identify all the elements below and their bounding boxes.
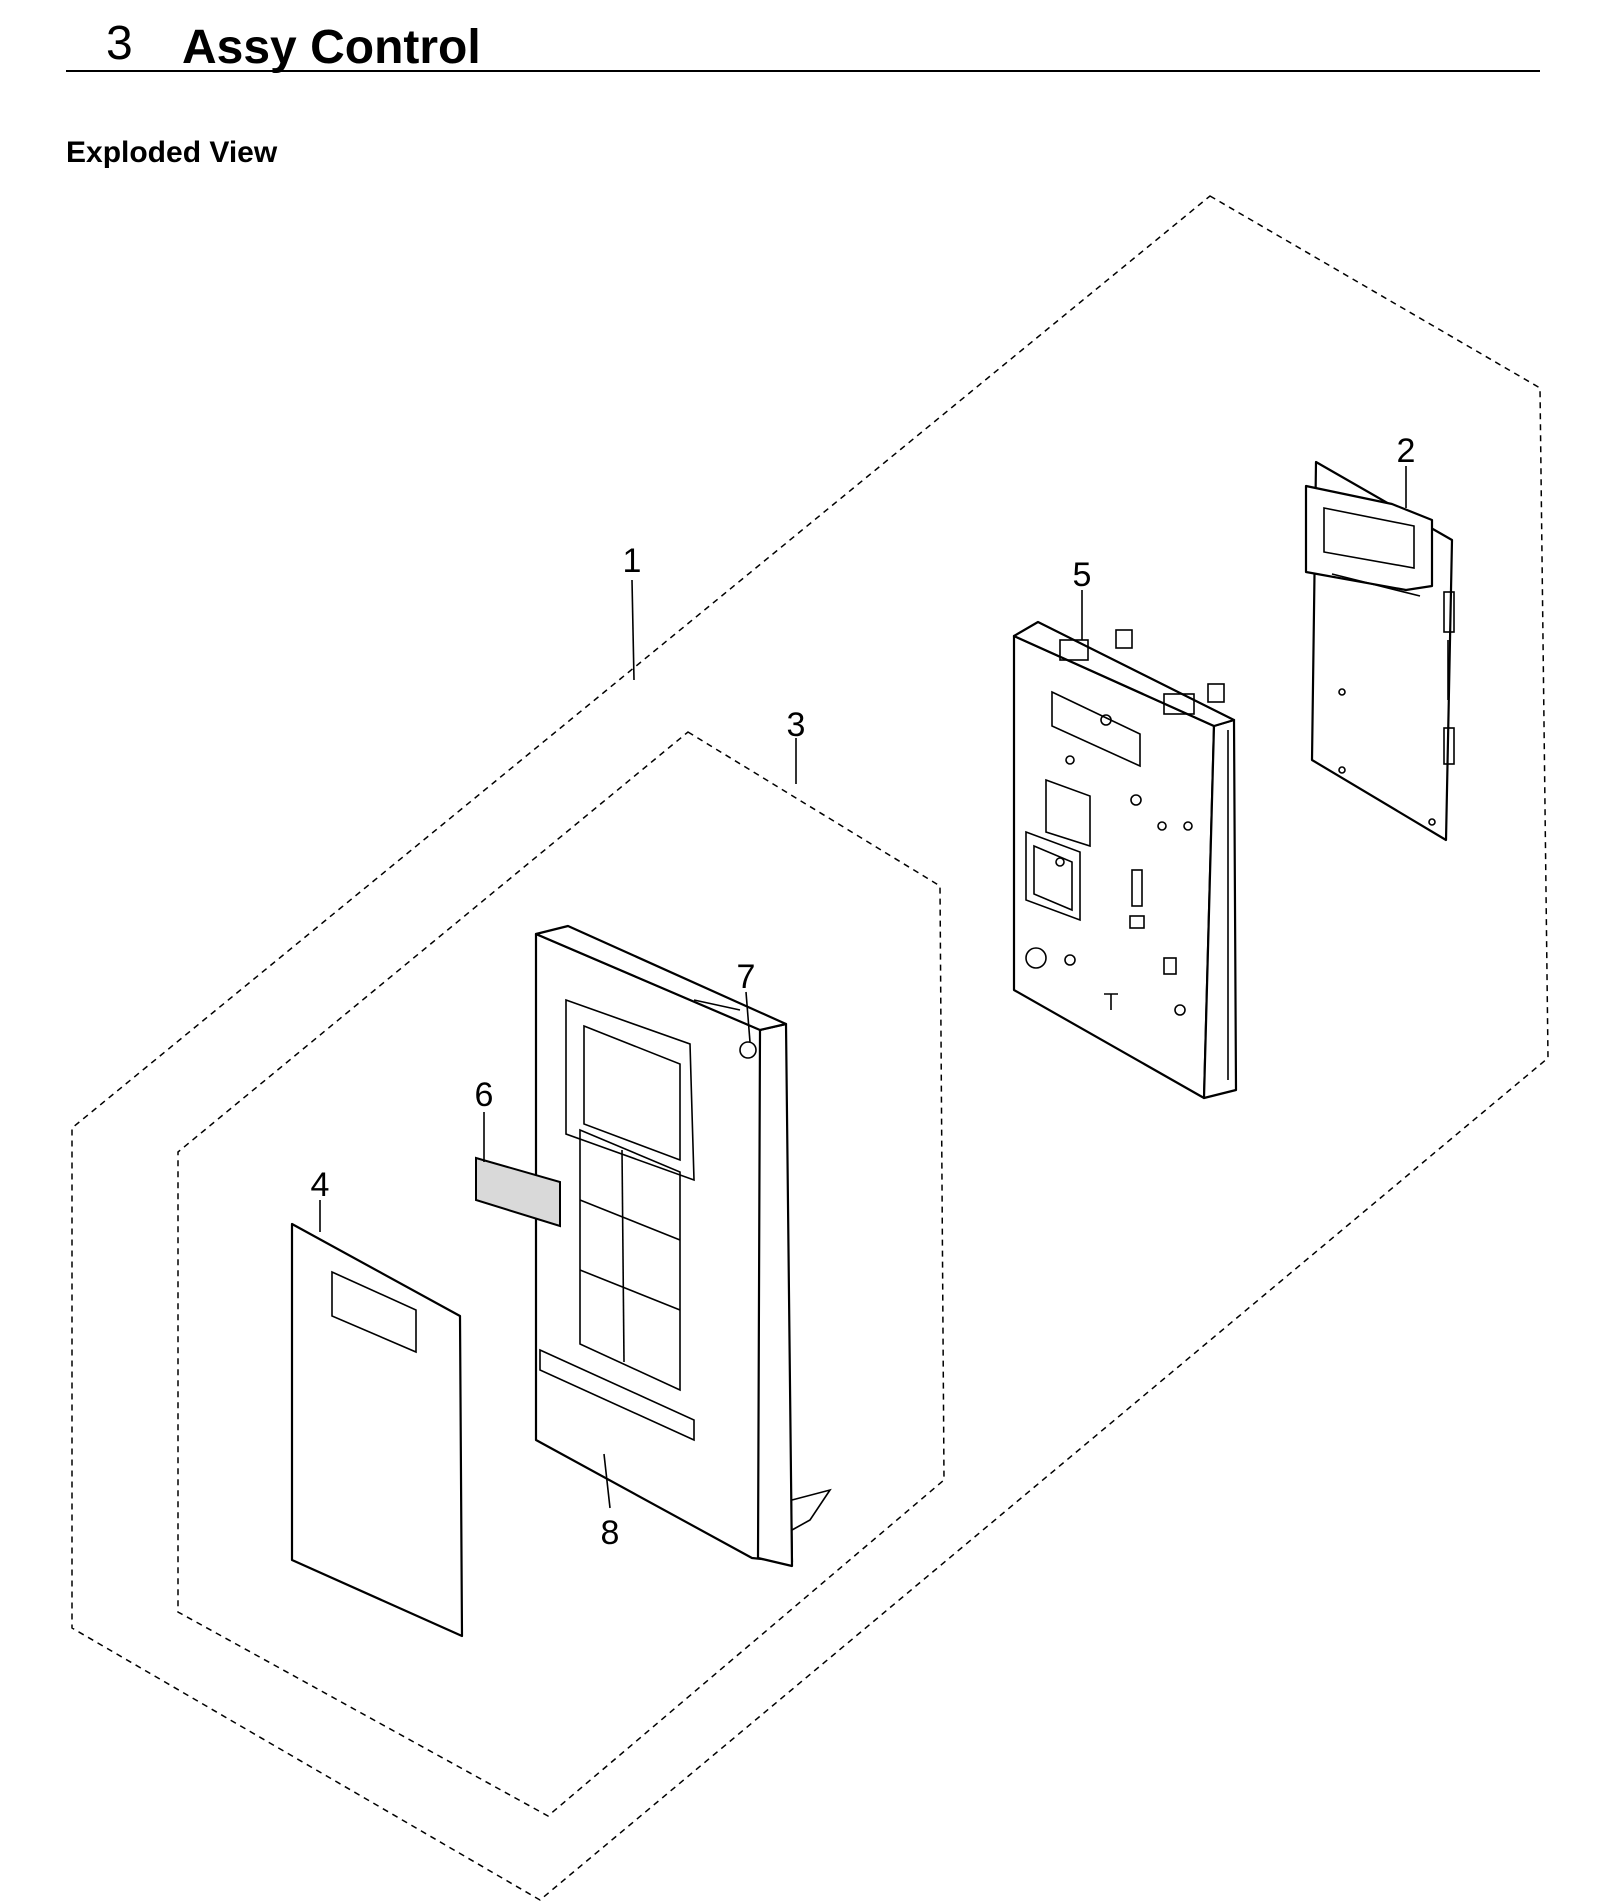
callout-7: 7 [737, 958, 756, 996]
callout-4: 4 [311, 1166, 330, 1204]
cover-sheet-part-4 [290, 1222, 464, 1638]
callout-2: 2 [1397, 432, 1416, 470]
assembly-boundary-1 [71, 195, 1549, 1901]
callout-5: 5 [1073, 556, 1092, 594]
callout-6: 6 [475, 1076, 494, 1114]
bracket-part-5 [1012, 620, 1238, 1100]
callout-8: 8 [601, 1514, 620, 1552]
leader-line-7 [745, 991, 751, 1043]
section-number: 3 [106, 17, 133, 70]
pcb-board-part-2 [1304, 460, 1455, 842]
leader-line-8 [603, 1453, 611, 1509]
control-panel-part-8 [534, 924, 832, 1568]
callout-1: 1 [623, 542, 642, 580]
section-title: Assy Control [182, 21, 481, 74]
section-header: 3 Assy Control [66, 8, 1540, 74]
view-title: Exploded View [66, 136, 278, 169]
callout-3: 3 [787, 706, 806, 744]
sheet-part-6 [475, 1156, 561, 1228]
leader-line-1 [631, 579, 635, 681]
assembly-boundary-3 [177, 731, 945, 1817]
